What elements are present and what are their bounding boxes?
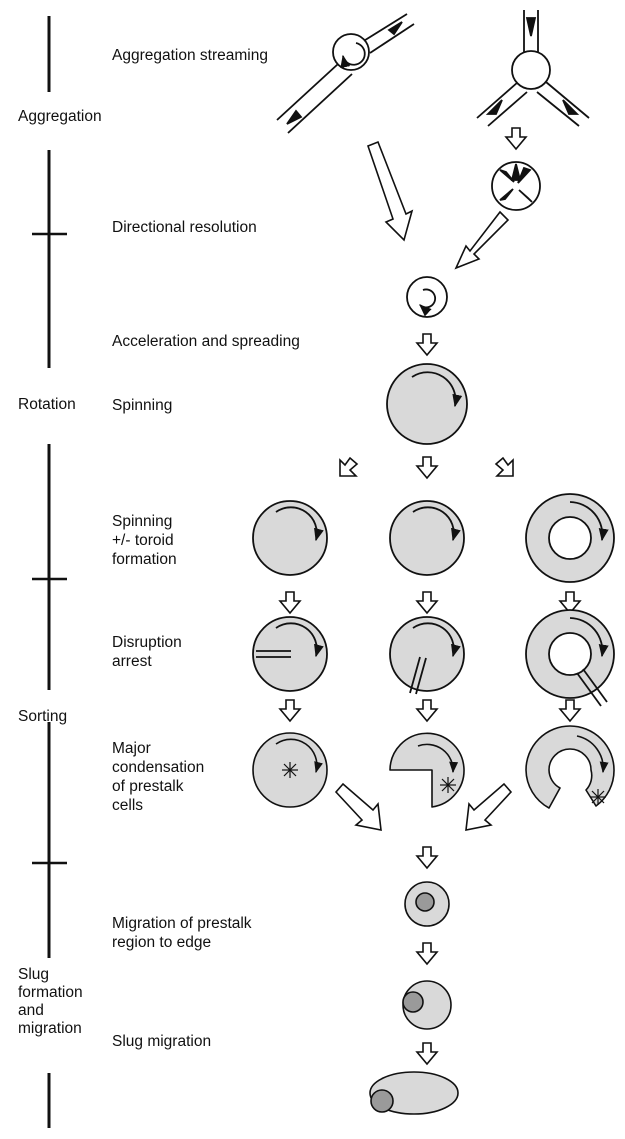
rotating-aggregate-small xyxy=(407,277,447,317)
flow-arrow-hollow xyxy=(368,142,508,268)
prestalk-edge-aggregate xyxy=(403,981,451,1029)
multi-stream-aggregate xyxy=(492,162,540,210)
disruption-row xyxy=(253,610,614,706)
spinning-aggregate xyxy=(387,364,467,444)
broken-toroid xyxy=(526,726,614,808)
toroid-row xyxy=(253,494,614,582)
aggregation-center-cell xyxy=(512,51,550,89)
aggregation-stream-converging xyxy=(477,10,589,126)
prestalk-migrating-aggregate xyxy=(405,882,449,926)
branch-arrow-right xyxy=(496,458,513,476)
prestalk-star xyxy=(282,762,298,778)
condensation-row xyxy=(253,726,614,808)
converge-arrow xyxy=(336,784,511,830)
branch-arrow-left xyxy=(340,458,357,476)
slug xyxy=(370,1072,458,1114)
aggregation-stream-diagonal xyxy=(277,14,414,133)
timeline xyxy=(32,16,67,1128)
